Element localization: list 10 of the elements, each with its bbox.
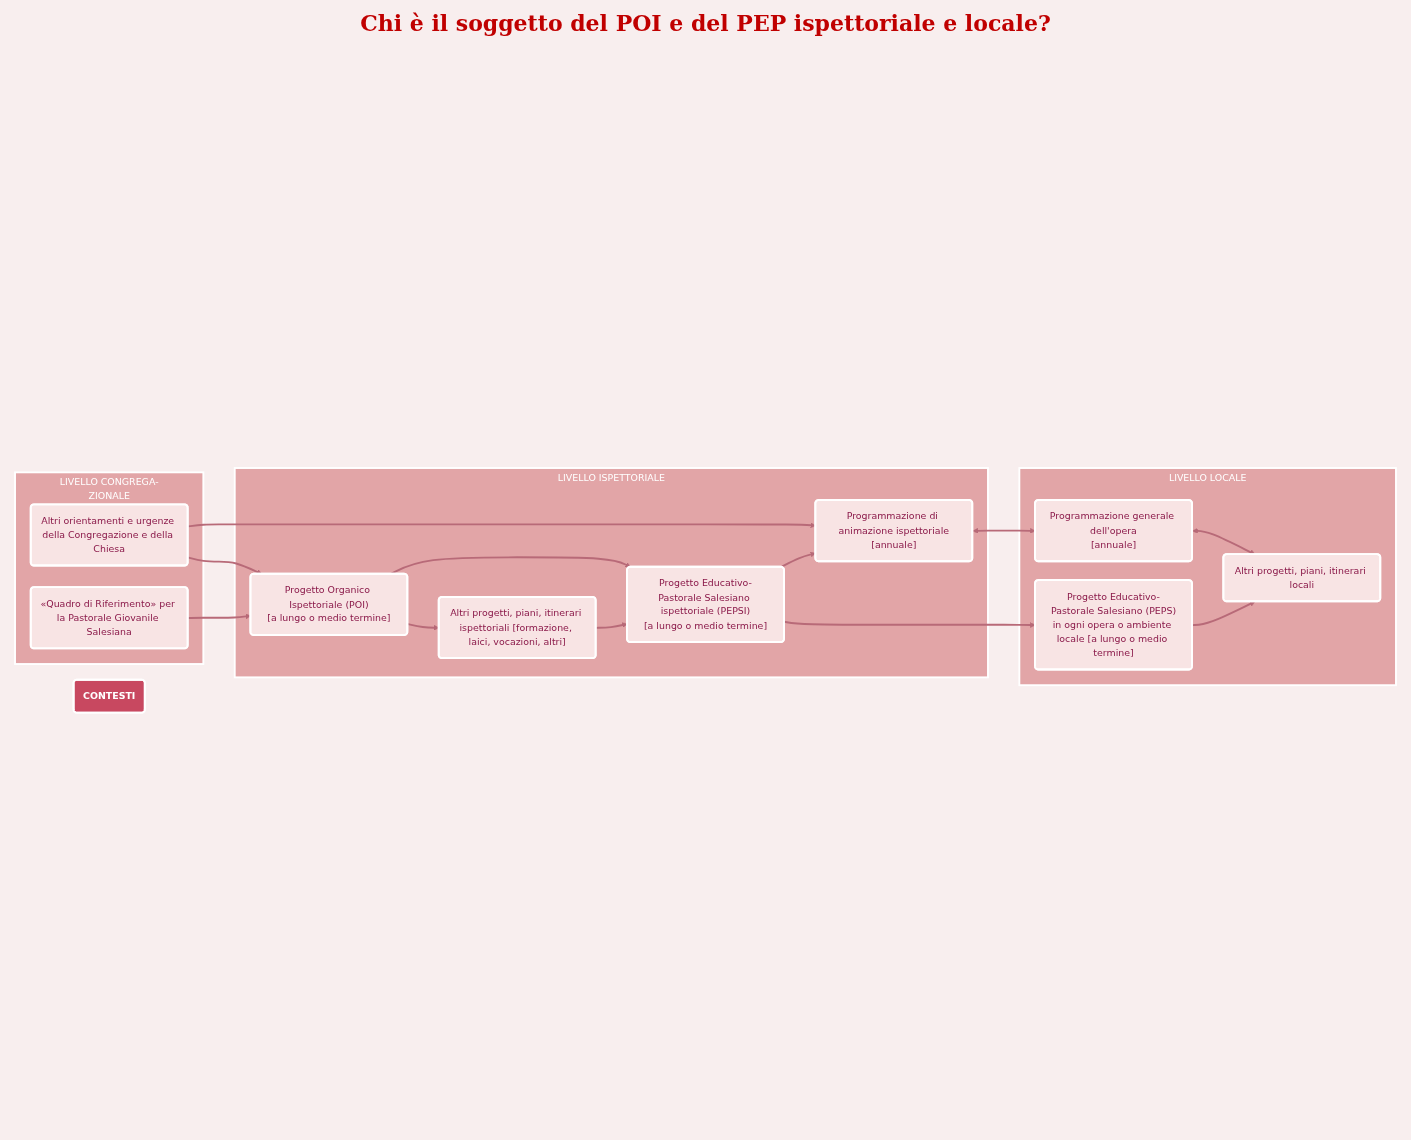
annotation-text: Chi è il soggetto del POI e del PEP ispettoriale e locale? [360, 10, 1051, 36]
arrow [780, 551, 816, 568]
arrow [1191, 600, 1256, 626]
arrow [972, 527, 1036, 534]
arrow [187, 613, 251, 619]
arrow [1192, 527, 1256, 555]
arrow [783, 620, 1036, 628]
arrow [187, 522, 816, 528]
arrow [187, 556, 263, 575]
arrow [595, 622, 628, 629]
